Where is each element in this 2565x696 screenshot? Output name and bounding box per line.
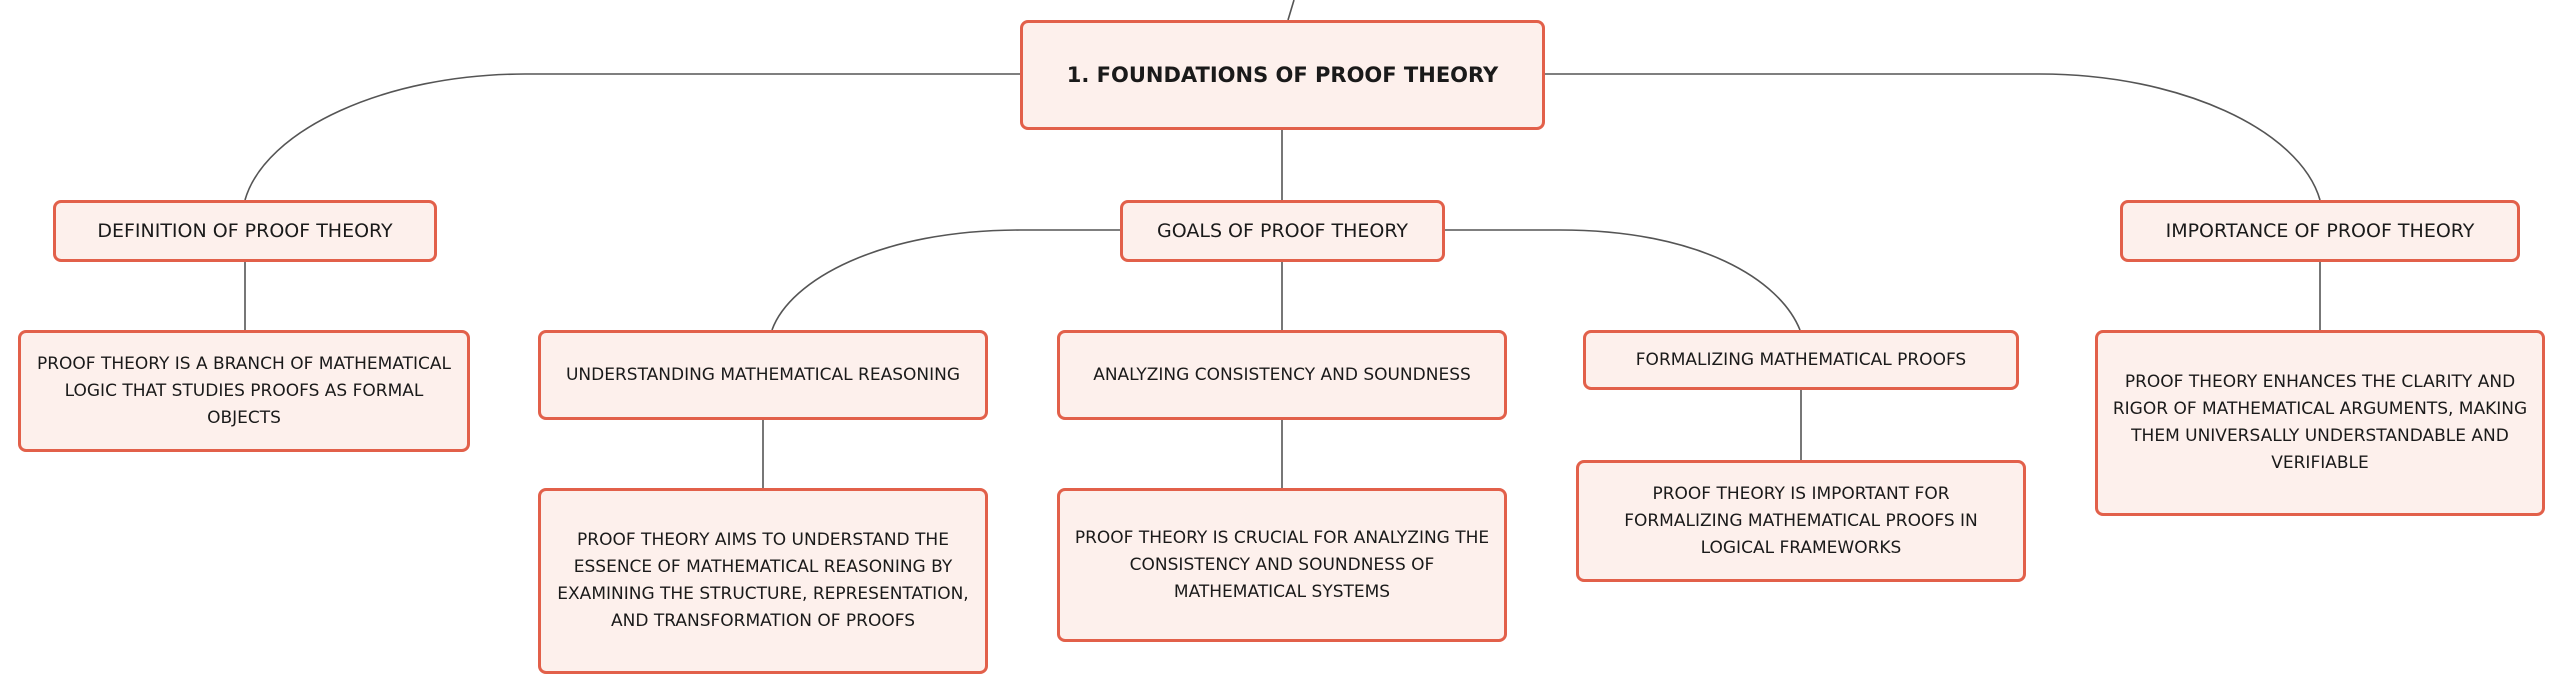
goal-understanding-label: UNDERSTANDING MATHEMATICAL REASONING — [565, 364, 960, 385]
branch-goals-label: GOALS OF PROOF THEORY — [1157, 220, 1408, 242]
formalizing-detail-text: PROOF THEORY IS IMPORTANT FOR FORMALIZIN… — [1624, 483, 1978, 558]
connector-root-to-importance — [1545, 73, 2321, 201]
goal-understanding[interactable]: UNDERSTANDING MATHEMATICAL REASONING — [538, 330, 988, 420]
goal-analyzing-label: ANALYZING CONSISTENCY AND SOUNDNESS — [1093, 364, 1471, 385]
connector-goals-to-formalizing — [1445, 229, 1801, 331]
branch-importance-label: IMPORTANCE OF PROOF THEORY — [2165, 220, 2475, 242]
definition-detail[interactable]: PROOF THEORY IS A BRANCH OF MATHEMATICAL… — [18, 330, 470, 452]
understanding-detail-text: PROOF THEORY AIMS TO UNDERSTAND THE ESSE… — [557, 530, 969, 631]
goal-formalizing-label: FORMALIZING MATHEMATICAL PROOFS — [1635, 349, 1967, 370]
branch-definition[interactable]: DEFINITION OF PROOF THEORY — [53, 200, 437, 262]
analyzing-detail-text: PROOF THEORY IS CRUCIAL FOR ANALYZING TH… — [1074, 527, 1490, 602]
connector-root-to-definition — [244, 73, 1020, 201]
goal-formalizing[interactable]: FORMALIZING MATHEMATICAL PROOFS — [1583, 330, 2019, 390]
branch-goals[interactable]: GOALS OF PROOF THEORY — [1120, 200, 1445, 262]
importance-detail[interactable]: PROOF THEORY ENHANCES THE CLARITY AND RI… — [2095, 330, 2545, 516]
root-title: 1. FOUNDATIONS OF PROOF THEORY — [1066, 63, 1499, 87]
branch-definition-label: DEFINITION OF PROOF THEORY — [97, 220, 393, 242]
connector-goals-to-understanding — [771, 229, 1120, 331]
definition-detail-text: PROOF THEORY IS A BRANCH OF MATHEMATICAL… — [36, 353, 452, 428]
branch-importance[interactable]: IMPORTANCE OF PROOF THEORY — [2120, 200, 2520, 262]
formalizing-detail[interactable]: PROOF THEORY IS IMPORTANT FOR FORMALIZIN… — [1576, 460, 2026, 582]
goal-analyzing[interactable]: ANALYZING CONSISTENCY AND SOUNDNESS — [1057, 330, 1507, 420]
analyzing-detail[interactable]: PROOF THEORY IS CRUCIAL FOR ANALYZING TH… — [1057, 488, 1507, 642]
understanding-detail[interactable]: PROOF THEORY AIMS TO UNDERSTAND THE ESSE… — [538, 488, 988, 674]
root-node[interactable]: 1. FOUNDATIONS OF PROOF THEORY — [1020, 20, 1545, 130]
connector-parent-to-root — [1287, 0, 1295, 21]
importance-detail-text: PROOF THEORY ENHANCES THE CLARITY AND RI… — [2112, 372, 2528, 473]
